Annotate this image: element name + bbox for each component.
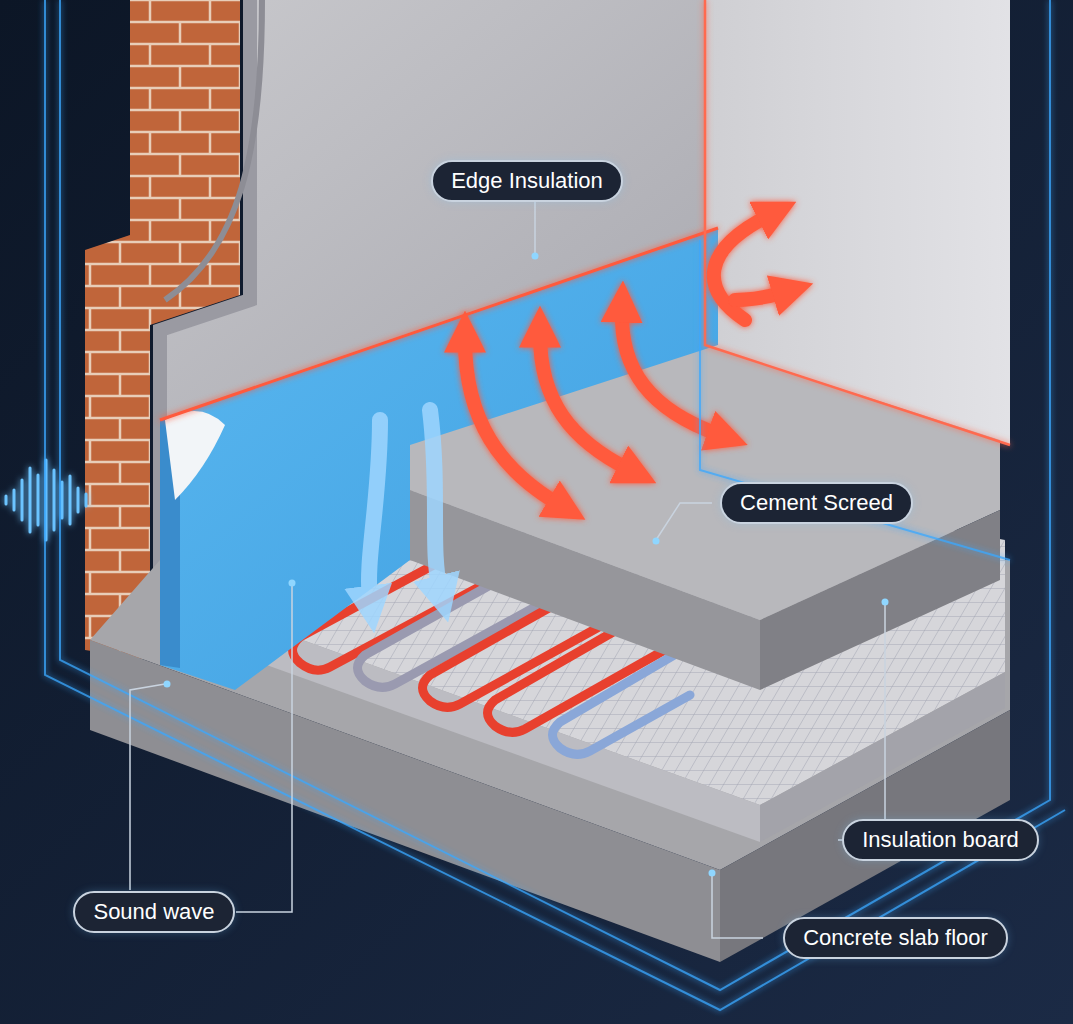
callout-pill: Concrete slab floor: [783, 917, 1008, 959]
leader-line: [656, 503, 712, 540]
heat-line: [705, 0, 1010, 445]
leader-line: [838, 604, 885, 840]
leader-line: [130, 684, 165, 890]
frame-line: [700, 240, 1010, 560]
callout-pill: Sound wave: [73, 891, 235, 933]
callout-text: Insulation board: [862, 829, 1019, 851]
callout-text: Concrete slab floor: [803, 927, 988, 949]
heat-arrows: [465, 215, 785, 505]
frame-line: [45, 0, 1065, 1010]
frame-lines: [45, 0, 1065, 1010]
leader-line: [712, 875, 763, 938]
sound-arrows: [369, 410, 440, 600]
board-side: [760, 672, 1005, 842]
screed-side: [760, 510, 1000, 690]
callout-text: Sound wave: [93, 901, 214, 923]
leader-line: [236, 585, 292, 912]
callout-pill: Edge Insulation: [431, 160, 623, 202]
heat-arrow: [735, 292, 785, 300]
screed-front: [410, 490, 760, 690]
frame-line: [60, 0, 1050, 990]
wall-curve: [165, 0, 262, 300]
callout-text: Edge Insulation: [451, 170, 603, 192]
callout-pill: Insulation board: [842, 819, 1039, 861]
edge-insulation-strip: [160, 228, 718, 690]
callout-text: Cement Screed: [740, 492, 893, 514]
sound-arrow: [369, 420, 380, 600]
leader-line: [534, 202, 536, 254]
peel-backing: [165, 411, 225, 500]
callout-pill: Cement Screed: [720, 482, 913, 524]
heat-line: [160, 228, 718, 420]
heat-arrow: [622, 310, 720, 435]
sound-arrow: [430, 410, 440, 590]
leader-dots: [164, 253, 889, 877]
leader-lines: [130, 202, 885, 938]
heat-arrow: [540, 335, 630, 470]
